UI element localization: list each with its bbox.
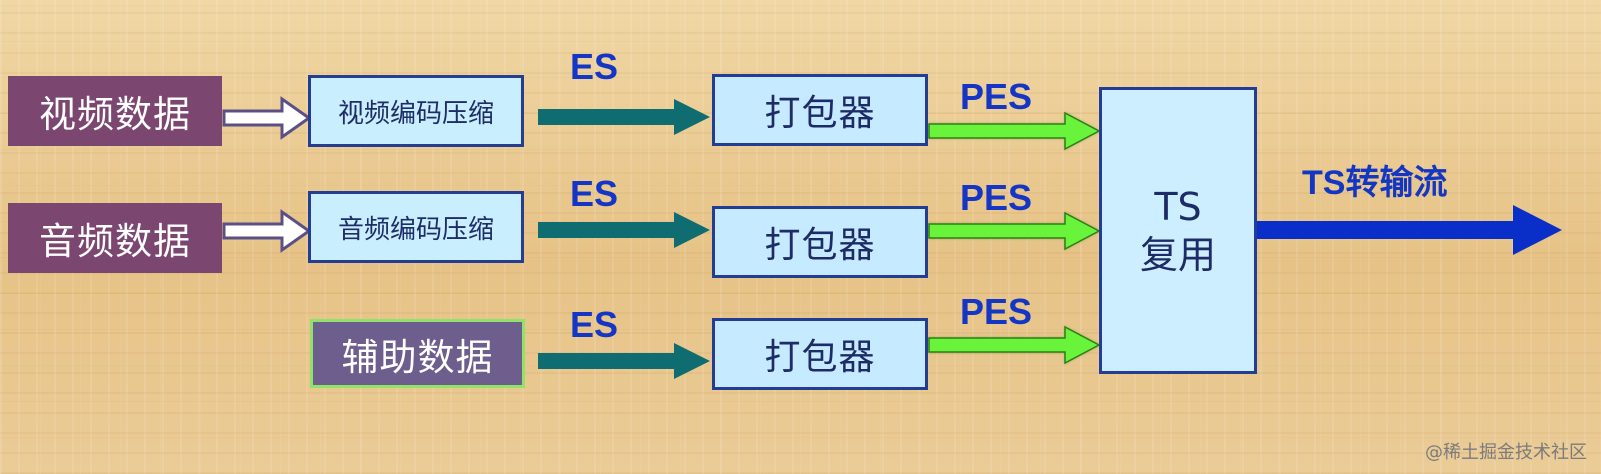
ts-output-label: TS转输流: [1302, 164, 1448, 202]
es-label-middle: ES: [570, 173, 619, 214]
audio-encoder-label: 音频编码压缩: [337, 214, 494, 245]
aux-data-label: 辅助数据: [341, 335, 494, 379]
packer-box-top: 打包器: [712, 74, 928, 146]
packer-label-top: 打包器: [764, 93, 876, 134]
video-data-box: 视频数据: [8, 76, 222, 146]
packer-box-middle: 打包器: [712, 206, 928, 278]
audio-data-box: 音频数据: [8, 203, 222, 273]
audio-data-label: 音频数据: [39, 220, 191, 263]
packer-box-bottom: 打包器: [712, 318, 928, 390]
ts-mux-line-2: 复用: [1139, 232, 1216, 277]
es-label-bottom: ES: [570, 304, 619, 345]
watermark-text: @稀土掘金技术社区: [1425, 442, 1587, 463]
video-data-label: 视频数据: [39, 93, 191, 136]
packer-label-bottom: 打包器: [764, 337, 876, 378]
es-label-top: ES: [570, 46, 619, 87]
pes-label-top: PES: [960, 76, 1033, 117]
ts-mux-box: TS 复用: [1099, 87, 1257, 374]
video-encoder-label: 视频编码压缩: [337, 98, 494, 129]
audio-encoder-box: 音频编码压缩: [308, 191, 524, 263]
video-encoder-box: 视频编码压缩: [308, 75, 524, 147]
aux-data-box: 辅助数据: [310, 319, 525, 388]
pes-label-middle: PES: [960, 177, 1033, 218]
ts-mux-line-1: TS: [1154, 184, 1202, 229]
pes-label-bottom: PES: [960, 291, 1033, 332]
packer-label-middle: 打包器: [764, 225, 876, 266]
